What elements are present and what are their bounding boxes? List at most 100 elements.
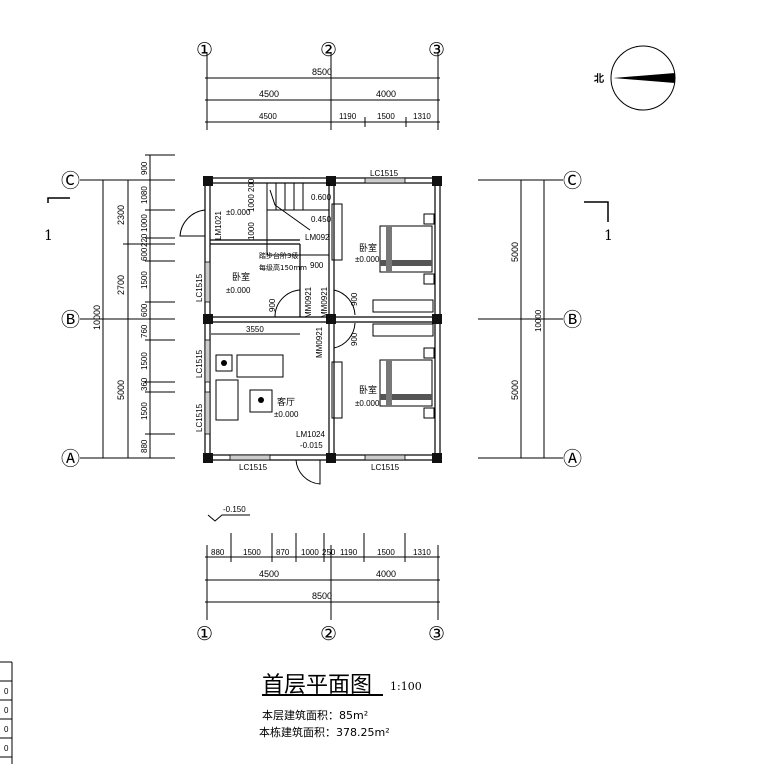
drawing-label: 600 bbox=[140, 247, 149, 261]
drawing-label: 880 bbox=[211, 548, 225, 557]
drawing-label: 1000 bbox=[140, 214, 149, 232]
drawing-label: ±0.000 bbox=[355, 255, 380, 264]
drawing-label: LC1515 bbox=[371, 463, 400, 472]
opening-labels: LC1515 LC1515 LC1515 LC1515 LC1515 LC151… bbox=[195, 169, 400, 472]
drawing-label: LM1021 bbox=[214, 211, 223, 240]
drawing-label: 10000 bbox=[534, 309, 543, 332]
drawing-label: 1 bbox=[44, 228, 53, 244]
drawing-label: 1500 bbox=[140, 402, 149, 420]
drawing-label: LC1515 bbox=[239, 463, 268, 472]
drawing-label: 1500 bbox=[243, 548, 261, 557]
drawing-label: 5000 bbox=[510, 242, 520, 262]
drawing-label: 4000 bbox=[376, 569, 396, 579]
axis-1-top: ① bbox=[196, 39, 213, 61]
drawing-label: 2700 bbox=[116, 275, 126, 295]
drawing-label: 1190 bbox=[339, 112, 357, 121]
drawing-label: 0 bbox=[4, 687, 9, 696]
drawing-label: 0 bbox=[4, 725, 9, 734]
doors bbox=[179, 209, 356, 485]
drawing-label: 900 bbox=[350, 292, 359, 306]
drawing-label: 1 bbox=[604, 228, 613, 244]
drawing-label: 0.600 bbox=[311, 193, 332, 202]
drawing-label: 900 bbox=[268, 298, 277, 312]
drawing-label: 4500 bbox=[259, 112, 277, 121]
axis-a-right: Ⓐ bbox=[563, 448, 582, 470]
drawing-label: 2300 bbox=[116, 205, 126, 225]
drawing-label: 1000 bbox=[301, 548, 319, 557]
section-mark-left: 1 bbox=[44, 197, 70, 244]
drawing-label: 0 bbox=[4, 706, 9, 715]
drawing-label: 本栋建筑面积：378.25m² bbox=[259, 725, 390, 739]
drawing-label: 4500 bbox=[259, 569, 279, 579]
windows bbox=[204, 177, 406, 461]
drawing-label: LM092 bbox=[305, 233, 330, 242]
drawing-label: LC1515 bbox=[195, 403, 204, 432]
drawing-label: MM0921 bbox=[315, 326, 324, 358]
axis-2-bottom: ② bbox=[320, 623, 337, 645]
drawing-label: ±0.000 bbox=[226, 286, 251, 295]
drawing-label: 880 bbox=[140, 439, 149, 453]
drawing-label: 首层平面图 bbox=[262, 673, 372, 698]
axis-c-left: Ⓒ bbox=[61, 170, 80, 192]
drawing-label: LM1024 bbox=[296, 430, 325, 439]
inner-dimensions: 3550 900 900 900 900 1000 1000 200 bbox=[211, 178, 359, 346]
drawing-label: ±0.000 bbox=[274, 410, 299, 419]
bedroom-left-label: 卧室 bbox=[232, 271, 250, 283]
drawing-label: 600 bbox=[140, 303, 149, 317]
axis-3-bottom: ③ bbox=[428, 623, 445, 645]
axis-c-right: Ⓒ bbox=[563, 170, 582, 192]
right-dimensions: 5000 5000 10000 bbox=[510, 180, 545, 458]
section-mark-right: 1 bbox=[584, 201, 613, 244]
drawing-label: 1500 bbox=[377, 112, 395, 121]
drawing-label: 5000 bbox=[116, 380, 126, 400]
drawing-label: 1310 bbox=[413, 112, 431, 121]
drawing-label: 本层建筑面积：85m² bbox=[262, 708, 368, 722]
top-dimensions: 8500 4500 4000 4500 1190 1500 1310 bbox=[205, 67, 440, 127]
axis-3-top: ③ bbox=[428, 39, 445, 61]
north-arrow-icon: 北 bbox=[594, 45, 676, 111]
drawing-label: 1000 bbox=[247, 222, 256, 240]
drawing-label: 1:100 bbox=[390, 680, 422, 693]
drawing-label: 900 bbox=[310, 261, 324, 270]
drawing-title: 首层平面图 1:100 本层建筑面积：85m² 本栋建筑面积：378.25m² bbox=[259, 673, 422, 739]
drawing-label: -0.150 bbox=[223, 505, 246, 514]
drawing-label: 1500 bbox=[140, 271, 149, 289]
drawing-label: -0.015 bbox=[300, 441, 323, 450]
living-room-label: 客厅 bbox=[277, 396, 295, 408]
drawing-label: LC1515 bbox=[195, 273, 204, 302]
drawing-label: 8500 bbox=[312, 67, 332, 77]
axis-1-bottom: ① bbox=[196, 623, 213, 645]
drawing-label: 1310 bbox=[413, 548, 431, 557]
drawing-label: MM0921 bbox=[320, 286, 329, 318]
drawing-label: 1500 bbox=[140, 352, 149, 370]
drawing-label: LC1515 bbox=[370, 169, 399, 178]
drawing-label: LC1515 bbox=[195, 349, 204, 378]
drawing-label: 3550 bbox=[246, 325, 264, 334]
drawing-label: 1000 bbox=[247, 194, 256, 212]
drawing-label: 200 bbox=[247, 178, 256, 192]
bottom-dimensions: 880 1500 870 1000 250 1190 1500 1310 450… bbox=[205, 533, 440, 603]
drawing-label: 250 bbox=[322, 548, 336, 557]
drawing-label: 0.450 bbox=[311, 215, 332, 224]
drawing-label: ±0.000 bbox=[355, 399, 380, 408]
drawing-label: 1190 bbox=[340, 548, 358, 557]
drawing-label: 900 bbox=[350, 332, 359, 346]
drawing-label: 踏步台阶3级 bbox=[259, 251, 298, 260]
drawing-label: 4500 bbox=[259, 89, 279, 99]
axis-b-left: Ⓑ bbox=[61, 309, 80, 331]
bedroom-top-right-label: 卧室 bbox=[359, 242, 377, 254]
axis-a-left: Ⓐ bbox=[61, 448, 80, 470]
drawing-label: 760 bbox=[140, 324, 149, 338]
columns bbox=[203, 176, 442, 463]
left-dimensions: 10000 2300 2700 5000 900 1080 1000 220 6… bbox=[92, 154, 175, 458]
stairs bbox=[266, 182, 330, 256]
drawing-label: ±0.000 bbox=[226, 208, 251, 217]
axis-2-top: ② bbox=[320, 39, 337, 61]
table-fragment: 0 0 0 0 bbox=[0, 661, 13, 764]
drawing-label: 900 bbox=[140, 161, 149, 175]
drawing-label: 北 bbox=[594, 72, 604, 85]
axis-b-right: Ⓑ bbox=[563, 309, 582, 331]
drawing-label: 0 bbox=[4, 744, 9, 753]
drawing-label: 4000 bbox=[376, 89, 396, 99]
